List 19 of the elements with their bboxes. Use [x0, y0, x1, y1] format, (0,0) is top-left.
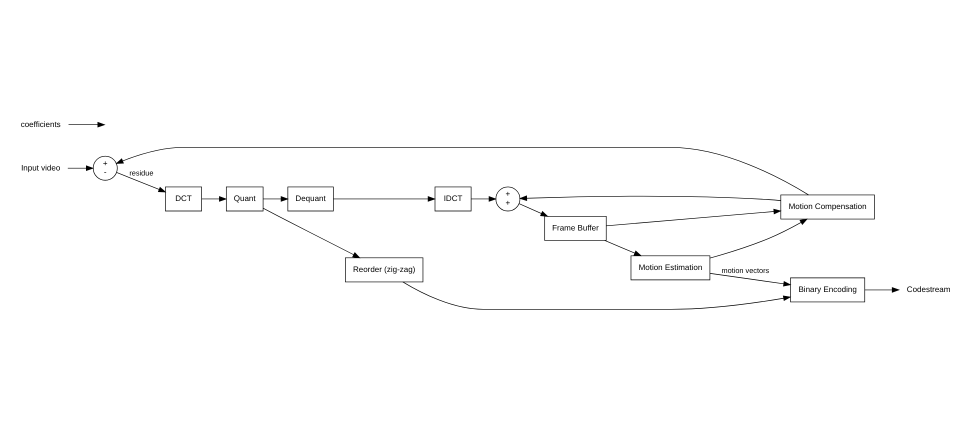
arrow: [518, 203, 549, 217]
arrow: [333, 196, 436, 202]
arrow: [68, 122, 106, 128]
arrow: [67, 165, 94, 171]
edge-label: motion vectors: [721, 266, 770, 276]
arrow: [519, 195, 781, 202]
arrow: [201, 196, 228, 202]
arrow: [604, 240, 642, 256]
arrow: [115, 147, 809, 196]
arrow: [116, 172, 166, 192]
arrow: [262, 196, 289, 202]
arrow: [710, 218, 808, 258]
arrow: [470, 196, 497, 202]
arrow: [864, 287, 900, 293]
arrow: [606, 208, 782, 226]
arrow: [710, 273, 792, 287]
arrow: [262, 208, 361, 258]
edge-label: residue: [129, 168, 154, 178]
arrow: [402, 282, 792, 310]
